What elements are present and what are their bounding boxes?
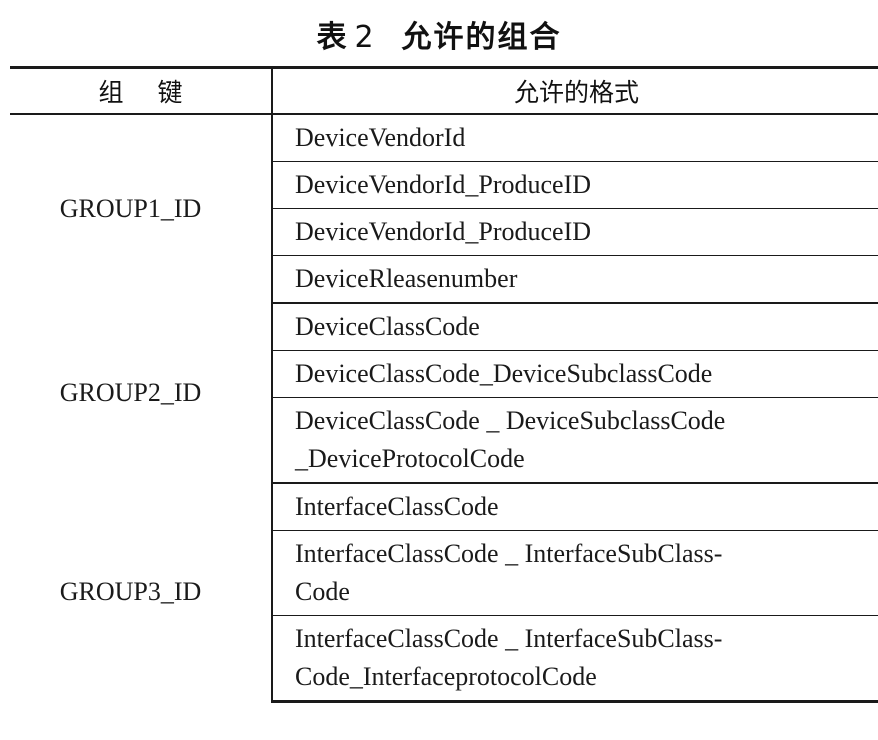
format-cell: DeviceClassCode _ DeviceSubclassCode _De… bbox=[272, 397, 878, 484]
format-text-continued: _DeviceProtocolCode bbox=[295, 444, 525, 473]
format-text-continued: Code bbox=[295, 577, 350, 606]
format-cell: DeviceClassCode bbox=[272, 303, 878, 351]
group-key-cell: GROUP1_ID bbox=[10, 114, 273, 303]
table-row: InterfaceClassCode _ InterfaceSubClass- … bbox=[10, 530, 878, 616]
format-text: DeviceClassCode _ DeviceSubclassCode bbox=[295, 406, 726, 435]
allowed-combinations-table: 组键 允许的格式 GROUP1_ID DeviceVendorId Device… bbox=[10, 66, 878, 703]
table-row: GROUP3_ID InterfaceClassCode bbox=[10, 483, 878, 702]
format-text: DeviceVendorId_ProduceID bbox=[295, 217, 592, 246]
format-cell: InterfaceClassCode _ InterfaceSubClass- … bbox=[272, 615, 878, 703]
format-text-continued: Code_InterfaceprotocolCode bbox=[295, 662, 597, 691]
format-text: DeviceClassCode_DeviceSubclassCode bbox=[295, 359, 713, 388]
format-text: InterfaceClassCode bbox=[295, 492, 499, 521]
format-cell: DeviceVendorId_ProduceID bbox=[272, 161, 878, 209]
table-row: GROUP2_ID DeviceClassCode bbox=[10, 303, 878, 483]
table-row: DeviceClassCode_DeviceSubclassCode bbox=[10, 350, 878, 398]
format-text: DeviceClassCode bbox=[295, 312, 480, 341]
caption-text: 允许的组合 bbox=[401, 20, 562, 55]
format-text: DeviceVendorId bbox=[295, 123, 466, 152]
table-row: DeviceRleasenumber bbox=[10, 255, 878, 304]
format-cell: DeviceVendorId_ProduceID bbox=[272, 208, 878, 256]
format-cell: DeviceClassCode_DeviceSubclassCode bbox=[272, 350, 878, 398]
table-row: GROUP1_ID DeviceVendorId bbox=[10, 114, 878, 303]
caption-prefix: 表 bbox=[316, 20, 349, 55]
group-key-cell: GROUP3_ID bbox=[10, 483, 273, 702]
format-cell: DeviceVendorId bbox=[272, 114, 878, 162]
format-text: InterfaceClassCode _ InterfaceSubClass- bbox=[295, 539, 723, 568]
format-cell: DeviceRleasenumber bbox=[272, 255, 878, 304]
table-row: DeviceVendorId_ProduceID bbox=[10, 208, 878, 256]
format-text: DeviceRleasenumber bbox=[295, 264, 518, 293]
format-text: DeviceVendorId_ProduceID bbox=[295, 170, 592, 199]
header-allowed-format: 允许的格式 bbox=[513, 78, 639, 107]
header-group-key: 组键 bbox=[10, 67, 273, 114]
format-text: InterfaceClassCode _ InterfaceSubClass- bbox=[295, 624, 723, 653]
table-row: InterfaceClassCode _ InterfaceSubClass- … bbox=[10, 615, 878, 703]
caption-number: 2 bbox=[354, 20, 376, 55]
format-cell: InterfaceClassCode _ InterfaceSubClass- … bbox=[272, 530, 878, 616]
table-row: DeviceClassCode _ DeviceSubclassCode _De… bbox=[10, 397, 878, 484]
table-row: DeviceVendorId_ProduceID bbox=[10, 161, 878, 209]
group-key-cell: GROUP2_ID bbox=[10, 303, 273, 483]
format-cell: InterfaceClassCode bbox=[272, 483, 878, 531]
header-row: 组键 允许的格式 bbox=[10, 67, 878, 114]
